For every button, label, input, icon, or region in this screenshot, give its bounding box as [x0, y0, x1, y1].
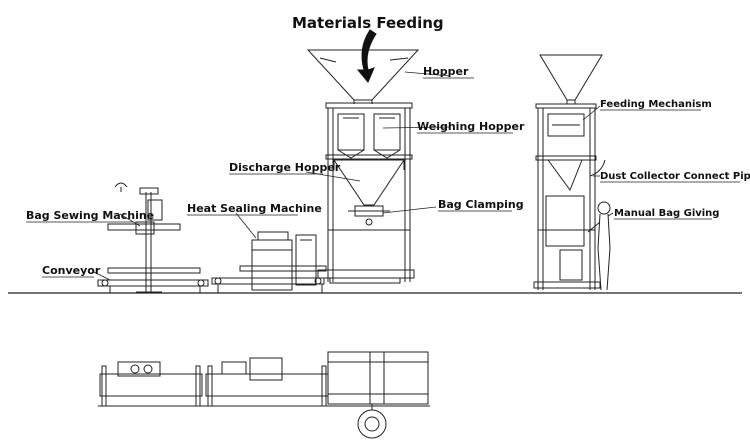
main-machine — [306, 49, 420, 284]
diagram-title: Materials Feeding — [292, 14, 444, 32]
label-heat-sealing-machine: Heat Sealing Machine — [187, 202, 322, 215]
label-bag-sewing-machine: Bag Sewing Machine — [26, 209, 154, 222]
label-manual-bag-giving: Manual Bag Giving — [614, 208, 719, 219]
leader-lines — [93, 71, 614, 281]
label-underlines — [26, 77, 740, 278]
label-conveyor: Conveyor — [42, 264, 101, 277]
label-weighing-hopper: Weighing Hopper — [417, 120, 525, 133]
label-discharge-hopper: Discharge Hopper — [229, 161, 341, 174]
label-feeding-mechanism: Feeding Mechanism — [600, 99, 712, 110]
bag-sewing-machine — [107, 182, 181, 293]
left-conveyor — [97, 265, 327, 293]
side-view-machine — [533, 54, 611, 291]
label-bag-clamping: Bag Clamping — [438, 198, 524, 211]
label-hopper: Hopper — [423, 65, 469, 78]
label-dust-collector-connect-pipe: Dust Collector Connect Pipe — [600, 171, 750, 182]
materials-feeding-arrow — [356, 29, 377, 83]
heat-sealing-machine — [251, 231, 317, 291]
plan-view — [98, 351, 430, 439]
